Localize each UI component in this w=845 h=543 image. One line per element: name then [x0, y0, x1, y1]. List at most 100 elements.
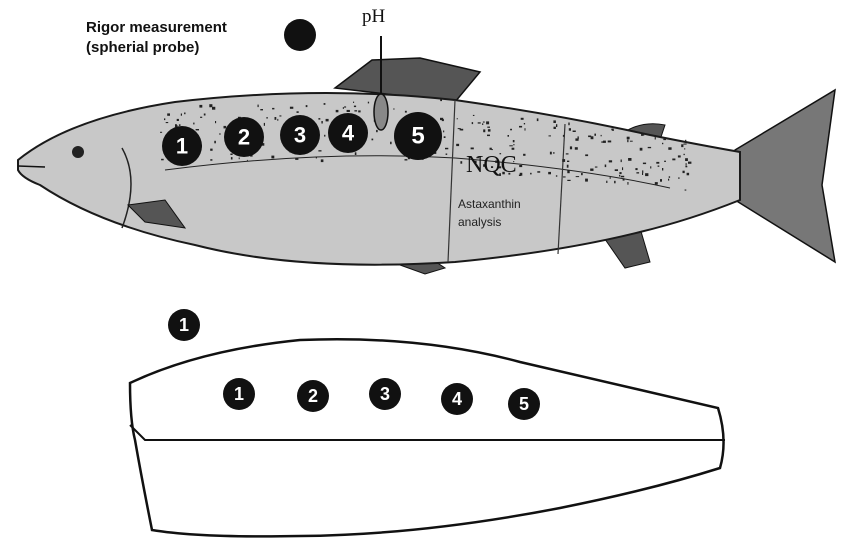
speckle — [686, 163, 687, 166]
speckle — [619, 172, 621, 174]
speckle — [443, 131, 444, 133]
speckle — [650, 166, 651, 168]
speckle — [683, 171, 685, 173]
speckle — [611, 129, 613, 131]
speckle — [610, 177, 612, 178]
speckle — [513, 140, 515, 142]
speckle — [445, 148, 448, 150]
speckle — [672, 159, 675, 161]
speckle — [554, 127, 556, 129]
speckle — [279, 115, 281, 116]
fish-point-4: 4 — [328, 113, 368, 153]
speckle — [460, 128, 461, 130]
speckle — [440, 118, 443, 120]
speckle — [523, 154, 525, 156]
speckle — [519, 175, 521, 176]
speckle — [622, 167, 623, 170]
speckle — [585, 154, 588, 156]
speckle — [662, 143, 663, 144]
speckle — [199, 105, 202, 108]
speckle — [615, 169, 618, 171]
speckle — [473, 115, 475, 116]
speckle — [483, 129, 485, 132]
astaxanthin-line2: analysis — [458, 213, 521, 231]
speckle — [264, 123, 265, 126]
rigor-legend-line1: Rigor measurement — [86, 18, 227, 38]
speckle — [556, 175, 557, 176]
fish-point-5-label: 5 — [411, 123, 424, 150]
speckle — [318, 118, 320, 120]
fillet-point-3-label: 3 — [380, 384, 390, 404]
speckle — [200, 117, 202, 118]
speckle — [685, 140, 686, 142]
speckle — [166, 122, 169, 123]
astaxanthin-line1: Astaxanthin — [458, 195, 521, 213]
speckle — [553, 120, 556, 123]
eye — [72, 146, 84, 158]
speckle — [271, 156, 274, 159]
speckle — [553, 152, 555, 153]
speckle — [519, 165, 522, 167]
speckle — [687, 173, 690, 176]
speckle — [684, 148, 685, 149]
ph-probe-tip — [374, 94, 388, 130]
speckle — [393, 109, 394, 110]
fillet-point-2: 2 — [297, 380, 329, 412]
speckle — [258, 105, 259, 108]
speckle — [627, 140, 628, 143]
fish-point-4-label: 4 — [342, 121, 355, 146]
speckle — [606, 181, 607, 183]
speckle — [210, 149, 212, 151]
speckle — [512, 148, 515, 150]
speckle — [487, 135, 490, 137]
nqc-label: NQC — [466, 152, 517, 179]
ph-label: pH — [362, 6, 385, 28]
speckle — [295, 158, 298, 160]
speckle — [290, 107, 293, 109]
speckle — [336, 110, 339, 112]
speckle — [563, 176, 566, 177]
speckle — [585, 179, 588, 182]
speckle — [483, 122, 485, 123]
speckle — [167, 113, 170, 115]
speckle — [318, 150, 321, 151]
fillet-point-2-label: 2 — [308, 386, 318, 406]
speckle — [623, 178, 625, 180]
speckle — [490, 148, 492, 150]
speckle — [161, 159, 164, 161]
speckle — [456, 144, 459, 146]
speckle — [446, 154, 448, 155]
speckle — [177, 119, 179, 121]
speckle — [605, 165, 607, 168]
fish-point-2-label: 2 — [238, 125, 250, 150]
rigor-probe-marker — [284, 19, 316, 51]
speckle — [457, 118, 458, 119]
speckle — [658, 166, 660, 167]
speckle — [656, 162, 659, 164]
speckle — [685, 190, 687, 191]
speckle — [669, 176, 670, 178]
speckle — [678, 155, 681, 157]
speckle — [684, 154, 685, 155]
speckle — [569, 128, 571, 131]
mouth — [18, 166, 45, 167]
speckle — [277, 119, 278, 121]
speckle — [358, 110, 360, 112]
speckle — [648, 147, 651, 148]
speckle — [224, 126, 227, 128]
speckle — [621, 160, 622, 163]
speckle — [239, 158, 240, 160]
speckle — [556, 124, 557, 127]
speckle — [566, 153, 569, 154]
speckle — [321, 121, 322, 124]
speckle — [513, 144, 514, 145]
speckle — [405, 159, 408, 160]
speckle — [215, 121, 216, 123]
speckle — [609, 160, 612, 162]
fillet-point-5-label: 5 — [519, 394, 529, 414]
speckle — [212, 107, 215, 110]
speckle — [608, 141, 612, 143]
speckle — [347, 110, 350, 112]
speckle — [472, 122, 473, 124]
fish-point-5: 5 — [394, 112, 442, 160]
